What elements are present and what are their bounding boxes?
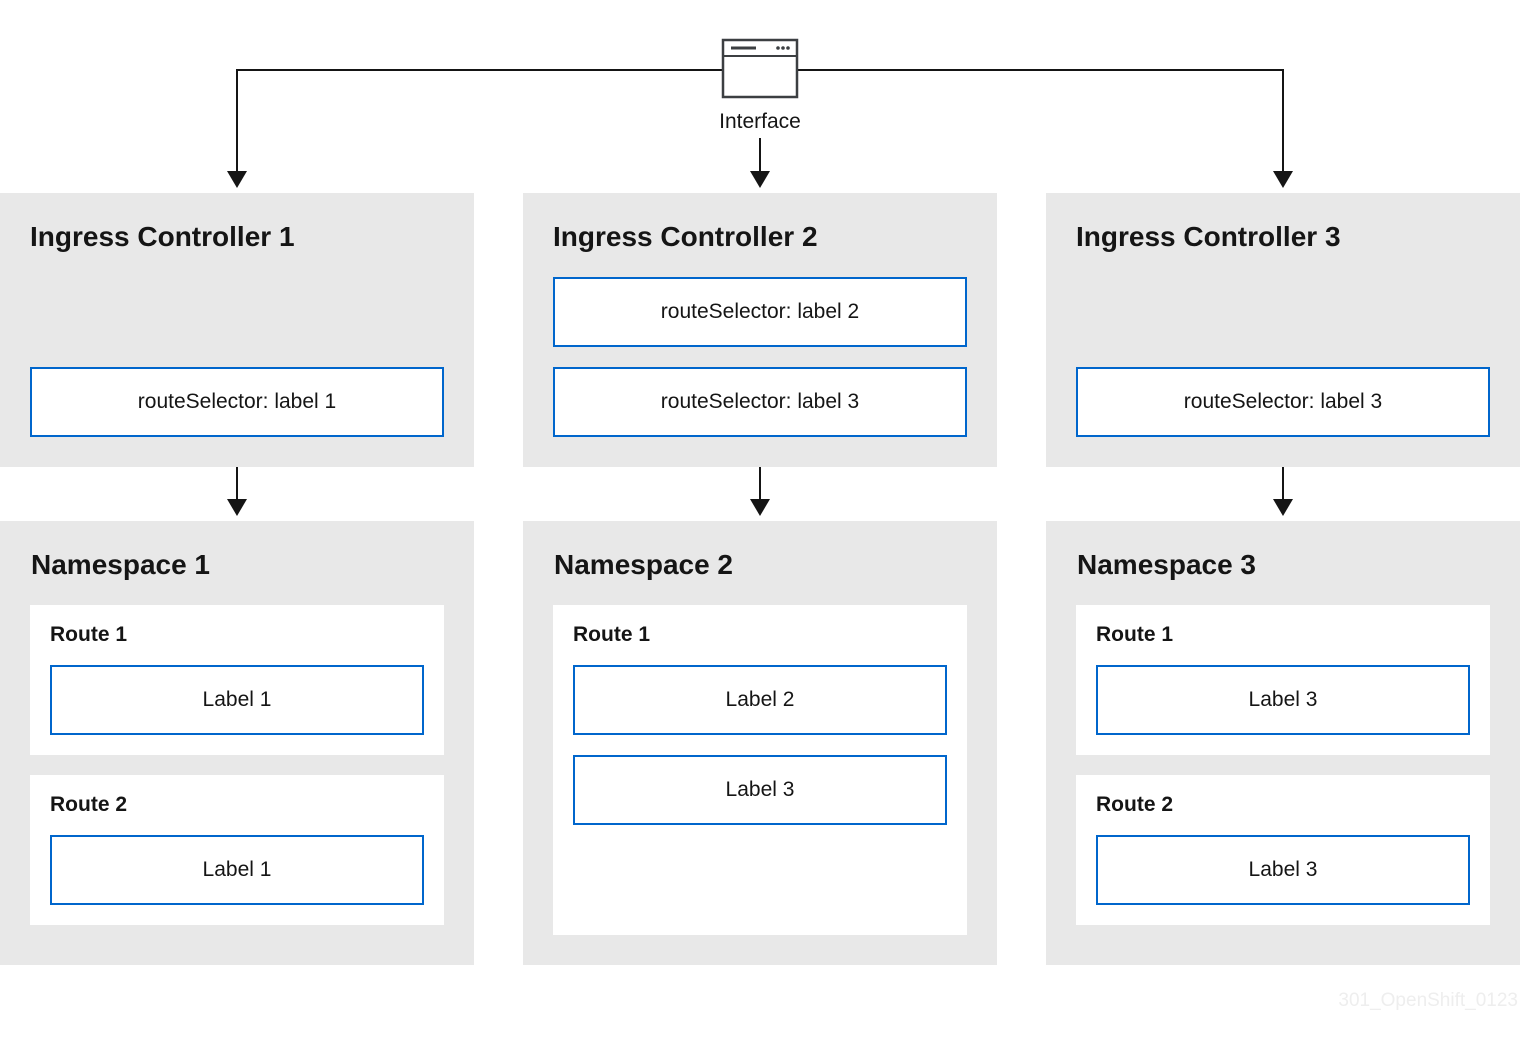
namespace-1-title: Namespace 1 xyxy=(31,549,211,580)
label-box: Label 2 xyxy=(573,665,947,735)
ingress-controller-1-panel: Ingress Controller 1 routeSelector: labe… xyxy=(0,193,474,467)
route-card: Route 2 Label 3 xyxy=(1076,775,1490,925)
ingress-controller-2-title: Ingress Controller 2 xyxy=(553,221,818,252)
arrow-to-controller-3 xyxy=(1273,171,1293,188)
namespace-3-title: Namespace 3 xyxy=(1077,549,1257,580)
label-box: Label 3 xyxy=(1096,665,1470,735)
arrow-to-controller-2 xyxy=(750,171,770,188)
arrow-to-controller-1 xyxy=(227,171,247,188)
ingress-controller-3-panel: Ingress Controller 3 routeSelector: labe… xyxy=(1046,193,1520,467)
ingress-controller-1-title: Ingress Controller 1 xyxy=(30,221,295,252)
route-card: Route 2 Label 1 xyxy=(30,775,444,925)
arrow-to-namespace-1 xyxy=(227,499,247,516)
route-title: Route 2 xyxy=(50,793,128,816)
label-box: Label 1 xyxy=(50,665,424,735)
label-box: Label 3 xyxy=(573,755,947,825)
route-card: Route 1 Label 3 xyxy=(1076,605,1490,755)
ingress-controller-2-panel: Ingress Controller 2 routeSelector: labe… xyxy=(523,193,997,467)
route-selector-box: routeSelector: label 3 xyxy=(553,367,967,437)
route-card: Route 1 Label 2 Label 3 xyxy=(553,605,967,935)
label-box: Label 3 xyxy=(1096,835,1470,905)
label-box: Label 1 xyxy=(50,835,424,905)
route-title: Route 1 xyxy=(573,623,651,646)
namespace-2-panel: Namespace 2 Route 1 Label 2 Label 3 xyxy=(523,521,997,965)
route-card: Route 1 Label 1 xyxy=(30,605,444,755)
ingress-controller-3-title: Ingress Controller 3 xyxy=(1076,221,1341,252)
arrow-to-namespace-2 xyxy=(750,499,770,516)
route-title: Route 1 xyxy=(50,623,128,646)
interface-label: Interface xyxy=(719,110,801,133)
route-title: Route 1 xyxy=(1096,623,1174,646)
namespace-2-title: Namespace 2 xyxy=(554,549,734,580)
namespace-1-panel: Namespace 1 Route 1 Label 1 Route 2 Labe… xyxy=(0,521,474,965)
route-selector-box: routeSelector: label 3 xyxy=(1076,367,1490,437)
arrow-to-namespace-3 xyxy=(1273,499,1293,516)
interface-window-icon xyxy=(721,38,799,99)
namespace-3-panel: Namespace 3 Route 1 Label 3 Route 2 Labe… xyxy=(1046,521,1520,965)
diagram-id-watermark: 301_OpenShift_0123 xyxy=(1338,990,1518,1011)
route-selector-box: routeSelector: label 1 xyxy=(30,367,444,437)
route-selector-box: routeSelector: label 2 xyxy=(553,277,967,347)
route-title: Route 2 xyxy=(1096,793,1174,816)
